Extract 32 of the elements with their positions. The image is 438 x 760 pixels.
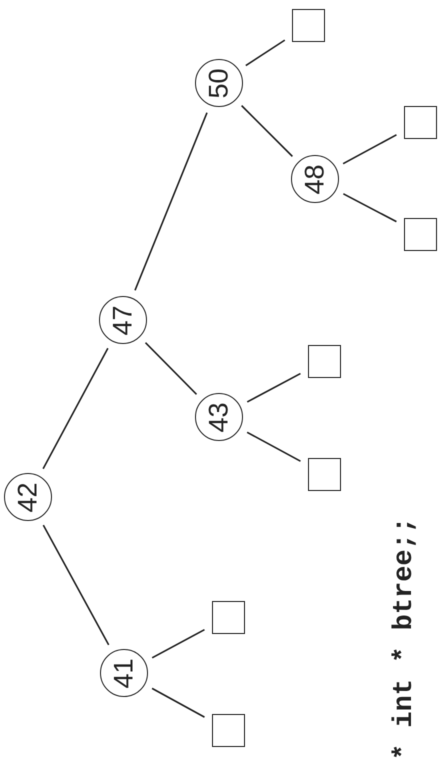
empty-leaf-box [212, 600, 244, 634]
code-text: * int * btree;; [389, 516, 421, 760]
tree-edge [342, 134, 397, 164]
tree-edge [246, 372, 301, 403]
empty-leaf-box [308, 458, 340, 490]
node-value: 50 [206, 68, 232, 98]
empty-leaf-box [404, 218, 436, 250]
tree-edge [342, 193, 397, 222]
tree-edge [144, 342, 198, 395]
tree-edge [152, 688, 205, 718]
tree-edge [134, 112, 208, 291]
tree-node-circle [99, 296, 147, 344]
tree-edge [152, 628, 205, 659]
tree-edge [245, 39, 286, 66]
node-value: 43 [206, 402, 232, 432]
tree-edge [241, 105, 293, 157]
tree-edge [42, 348, 109, 470]
tree-node-circle [4, 473, 52, 521]
empty-leaf-box [308, 344, 340, 378]
node-value: 41 [110, 658, 138, 688]
node-value: 42 [14, 482, 42, 512]
node-value: 47 [110, 304, 136, 336]
empty-leaf-box [212, 714, 244, 746]
node-value: 48 [302, 164, 328, 194]
tree-edge [42, 524, 110, 646]
tree-node-circle [195, 393, 243, 441]
empty-leaf-box [292, 8, 324, 42]
tree-edge [246, 432, 301, 462]
empty-leaf-box [404, 106, 436, 138]
tree-node-circle [195, 59, 243, 107]
tree-node-circle [291, 155, 339, 203]
tree-node-circle [100, 649, 148, 697]
